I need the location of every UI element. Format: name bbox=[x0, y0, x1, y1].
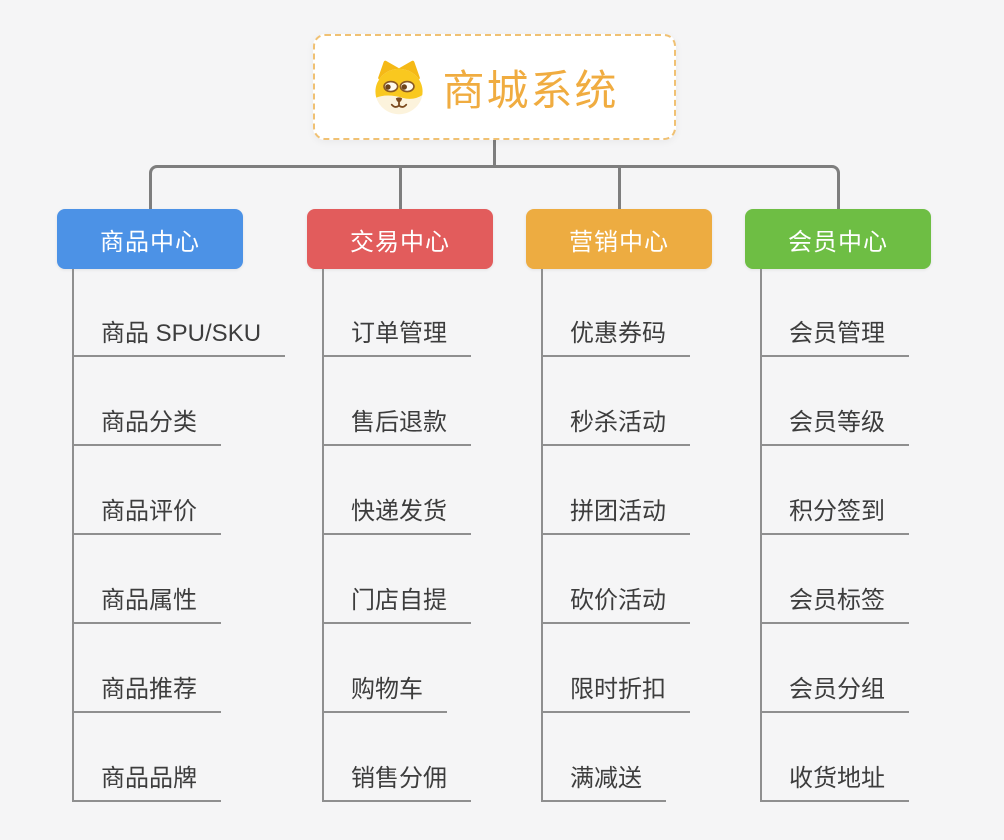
branch-label: 交易中心 bbox=[350, 228, 450, 256]
connector-main-bar bbox=[149, 165, 840, 210]
branch-spine-connector bbox=[72, 269, 74, 802]
leaf-node[interactable]: 商品属性 bbox=[72, 586, 221, 624]
leaf-node[interactable]: 拼团活动 bbox=[541, 497, 690, 535]
leaf-node[interactable]: 秒杀活动 bbox=[541, 408, 690, 446]
leaf-node[interactable]: 销售分佣 bbox=[322, 764, 471, 802]
leaf-node[interactable]: 收货地址 bbox=[760, 764, 909, 802]
leaf-node[interactable]: 会员分组 bbox=[760, 675, 909, 713]
branch-spine-connector bbox=[322, 269, 324, 802]
branch-spine-connector bbox=[760, 269, 762, 802]
leaf-node[interactable]: 优惠券码 bbox=[541, 319, 690, 357]
branch-column-trade-center: 交易中心 订单管理 售后退款 快递发货 门店自提 购物车 销售分佣 bbox=[307, 209, 567, 840]
leaf-node[interactable]: 限时折扣 bbox=[541, 675, 690, 713]
leaf-node[interactable]: 会员管理 bbox=[760, 319, 909, 357]
branch-column-product-center: 商品中心 商品 SPU/SKU 商品分类 商品评价 商品属性 商品推荐 商品品牌 bbox=[57, 209, 317, 840]
leaf-node[interactable]: 会员等级 bbox=[760, 408, 909, 446]
leaf-node[interactable]: 商品 SPU/SKU bbox=[72, 319, 286, 357]
leaf-node[interactable]: 积分签到 bbox=[760, 497, 909, 535]
dog-face-icon bbox=[375, 60, 424, 115]
branch-column-member-center: 会员中心 会员管理 会员等级 积分签到 会员标签 会员分组 收货地址 bbox=[745, 209, 1004, 840]
branch-node-product-center[interactable]: 商品中心 bbox=[57, 209, 243, 269]
leaf-node[interactable]: 商品品牌 bbox=[72, 764, 221, 802]
branch-label: 营销中心 bbox=[569, 228, 669, 256]
leaf-node[interactable]: 会员标签 bbox=[760, 586, 909, 624]
leaf-node[interactable]: 售后退款 bbox=[322, 408, 471, 446]
connector-drop-trade-center bbox=[399, 168, 402, 210]
branch-spine-connector bbox=[541, 269, 543, 802]
leaf-node[interactable]: 订单管理 bbox=[322, 319, 471, 357]
leaf-node[interactable]: 商品推荐 bbox=[72, 675, 221, 713]
connector-root-stub bbox=[493, 140, 496, 168]
branch-node-marketing-center[interactable]: 营销中心 bbox=[526, 209, 712, 269]
leaf-node[interactable]: 快递发货 bbox=[322, 497, 471, 535]
connector-drop-marketing-center bbox=[618, 168, 621, 210]
leaf-node[interactable]: 门店自提 bbox=[322, 586, 471, 624]
branch-label: 商品中心 bbox=[100, 228, 200, 256]
leaf-node[interactable]: 商品评价 bbox=[72, 497, 221, 535]
branch-column-marketing-center: 营销中心 优惠券码 秒杀活动 拼团活动 砍价活动 限时折扣 满减送 bbox=[526, 209, 786, 840]
branch-label: 会员中心 bbox=[788, 228, 888, 256]
root-node-title: 商城系统 bbox=[442, 66, 619, 114]
leaf-node[interactable]: 购物车 bbox=[322, 675, 447, 713]
root-node[interactable]: 商城系统 bbox=[313, 34, 676, 140]
leaf-node[interactable]: 商品分类 bbox=[72, 408, 221, 446]
leaf-node[interactable]: 砍价活动 bbox=[541, 586, 690, 624]
branch-node-member-center[interactable]: 会员中心 bbox=[745, 209, 931, 269]
leaf-node[interactable]: 满减送 bbox=[541, 764, 666, 802]
branch-node-trade-center[interactable]: 交易中心 bbox=[307, 209, 493, 269]
